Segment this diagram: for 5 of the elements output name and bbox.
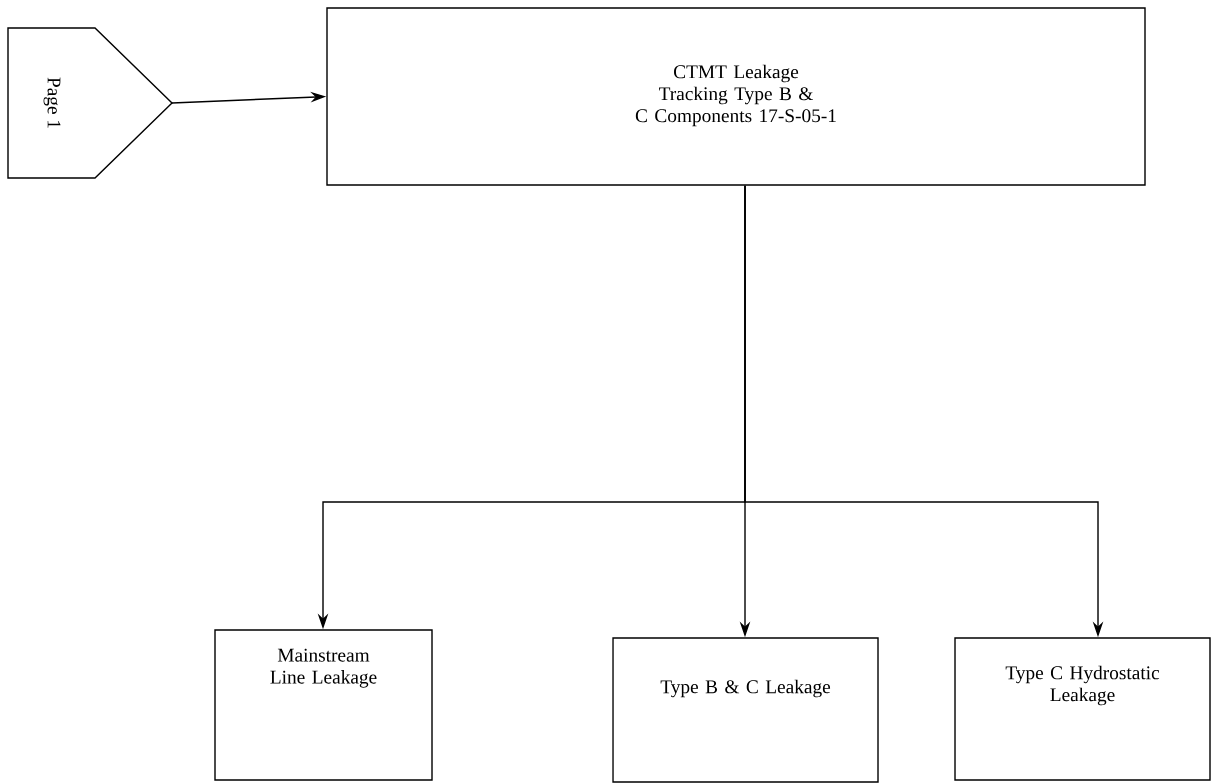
process-box: Type B & C Leakage	[612, 637, 879, 783]
process-box: CTMT Leakage Tracking Type B & C Components 17-S-05-1	[326, 7, 1146, 186]
process-box: Mainstream Line Leakage	[214, 629, 433, 781]
process-box: Type C Hydrostatic Leakage	[954, 637, 1211, 781]
off-page-connector: Page 1	[7, 27, 173, 179]
